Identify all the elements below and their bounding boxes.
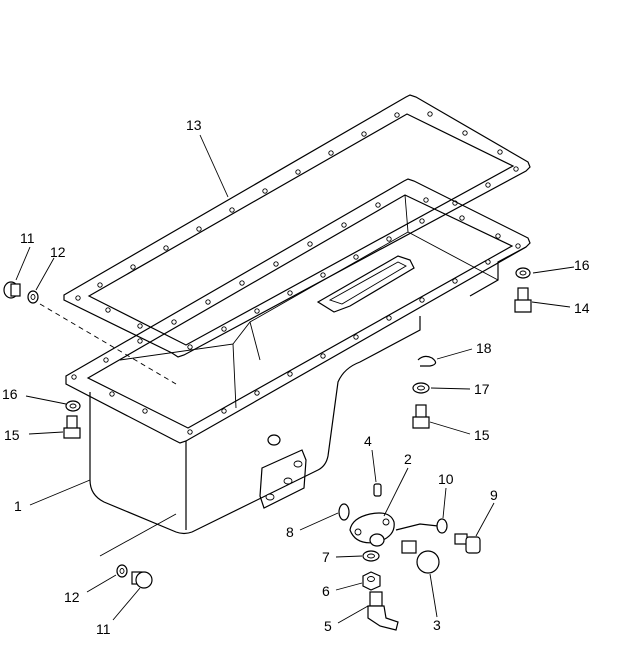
washer-16-left: [65, 400, 81, 412]
plug-11-lower: [131, 571, 153, 589]
plug-11-upper: [3, 281, 21, 299]
elbow-fitting-5: [367, 591, 399, 631]
pan-flange-bolt-holes: [71, 197, 521, 435]
washer-12-lower: [116, 564, 128, 578]
callout-17: 17: [474, 381, 490, 397]
elbow-flange-2: [349, 512, 395, 547]
gasket-13: [63, 94, 531, 358]
bolt-15-left: [63, 415, 81, 439]
callout-9: 9: [490, 487, 498, 503]
callout-4: 4: [364, 433, 372, 449]
callout-2: 2: [404, 451, 412, 467]
callout-12-lower: 12: [64, 589, 80, 605]
callout-3: 3: [433, 617, 441, 633]
o-ring-8: [338, 503, 350, 521]
callout-5: 5: [324, 618, 332, 634]
callout-8: 8: [286, 524, 294, 540]
clip-18: [417, 355, 437, 367]
bolt-15-right: [412, 404, 430, 429]
gasket-bolt-holes: [75, 111, 519, 350]
bolt-9: [454, 533, 481, 554]
nut-6: [362, 571, 381, 591]
callout-16-right: 16: [574, 257, 590, 273]
callout-6: 6: [322, 583, 330, 599]
callout-10: 10: [438, 471, 454, 487]
washer-17: [412, 382, 430, 394]
callout-16-left: 16: [2, 386, 18, 402]
callout-labels: 13 11 12 16 14 18 17 15 16 15 1 4 2 10 9…: [2, 117, 590, 637]
washer-7: [362, 550, 380, 562]
washer-12-upper: [27, 290, 39, 304]
callout-14: 14: [574, 300, 590, 316]
bolt-14: [514, 287, 532, 313]
alignment-line: [39, 303, 177, 385]
leader-lines: [15, 134, 575, 624]
washer-10: [436, 518, 448, 534]
pin-4: [373, 483, 382, 497]
callout-12-upper: 12: [50, 244, 66, 260]
callout-13: 13: [186, 117, 202, 133]
plug-3: [401, 540, 440, 574]
callout-7: 7: [322, 549, 330, 565]
callout-11-upper: 11: [20, 230, 35, 246]
callout-18: 18: [476, 340, 492, 356]
callout-15-right: 15: [474, 427, 490, 443]
washer-16-right: [515, 267, 531, 279]
callout-1: 1: [14, 498, 22, 514]
callout-11-lower: 11: [96, 621, 111, 637]
callout-15-left: 15: [4, 427, 20, 443]
oil-pan-1: [65, 178, 531, 535]
